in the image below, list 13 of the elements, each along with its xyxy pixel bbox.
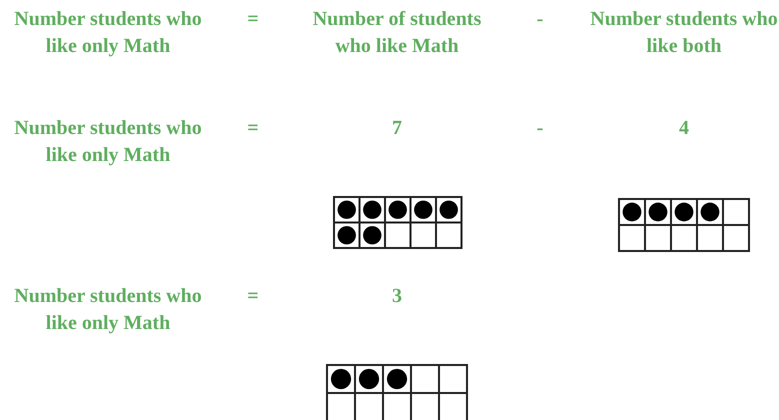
equation-text: 3 [391,284,403,309]
equation-text: - [536,7,544,32]
equation-text: 4 [678,116,690,141]
equation-text: Number students who like only Math [13,7,203,59]
equation-text: = [246,116,260,141]
equation-text: = [246,7,260,32]
equation-text: Number students who like only Math [13,284,203,336]
equation-text: Number of students who like Math [312,7,482,59]
equation-text: 7 [391,116,403,141]
equation-text: Number students who like both [589,7,779,59]
equation-text: - [536,116,544,141]
equation-text: Number students who like only Math [13,116,203,168]
equation-text: = [246,284,260,309]
